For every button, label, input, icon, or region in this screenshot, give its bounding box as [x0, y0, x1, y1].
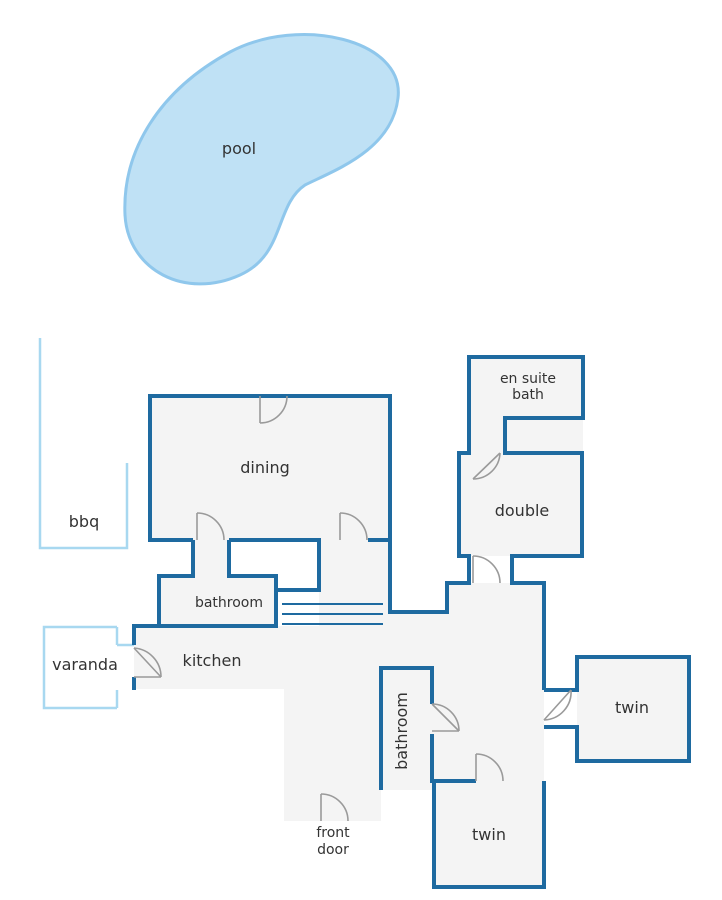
twin-right-label: twin [615, 698, 649, 717]
counter-lines [282, 603, 383, 625]
twin-bottom-label: twin [472, 825, 506, 844]
en-suite-label-line2: bath [512, 387, 544, 403]
floors [134, 357, 689, 887]
dining-inner-walls [229, 538, 321, 592]
lower-bathroom-label: bathroom [392, 692, 411, 770]
bbq-label: bbq [69, 512, 99, 531]
front-door-label-line1: front [316, 825, 350, 841]
en-suite-label-line1: en suite [500, 371, 556, 387]
twin-bottom-walls [432, 781, 546, 889]
varanda-label: varanda [52, 655, 118, 674]
lower-bathroom-walls [379, 666, 434, 790]
upper-bathroom-label: bathroom [195, 595, 263, 611]
pool-shape [123, 33, 400, 286]
walls [132, 355, 691, 889]
pool-label: pool [222, 139, 256, 158]
dining-label: dining [240, 458, 289, 477]
double-label: double [495, 501, 550, 520]
upper-bathroom-walls [157, 540, 278, 628]
front-door-label-line2: door [317, 842, 349, 858]
kitchen-label: kitchen [183, 651, 242, 670]
twin-right-walls [544, 655, 691, 763]
doors [133, 395, 572, 822]
bbq-area-outline [38, 338, 129, 550]
kitchen-walls [132, 624, 159, 645]
varanda-outline [42, 625, 117, 710]
